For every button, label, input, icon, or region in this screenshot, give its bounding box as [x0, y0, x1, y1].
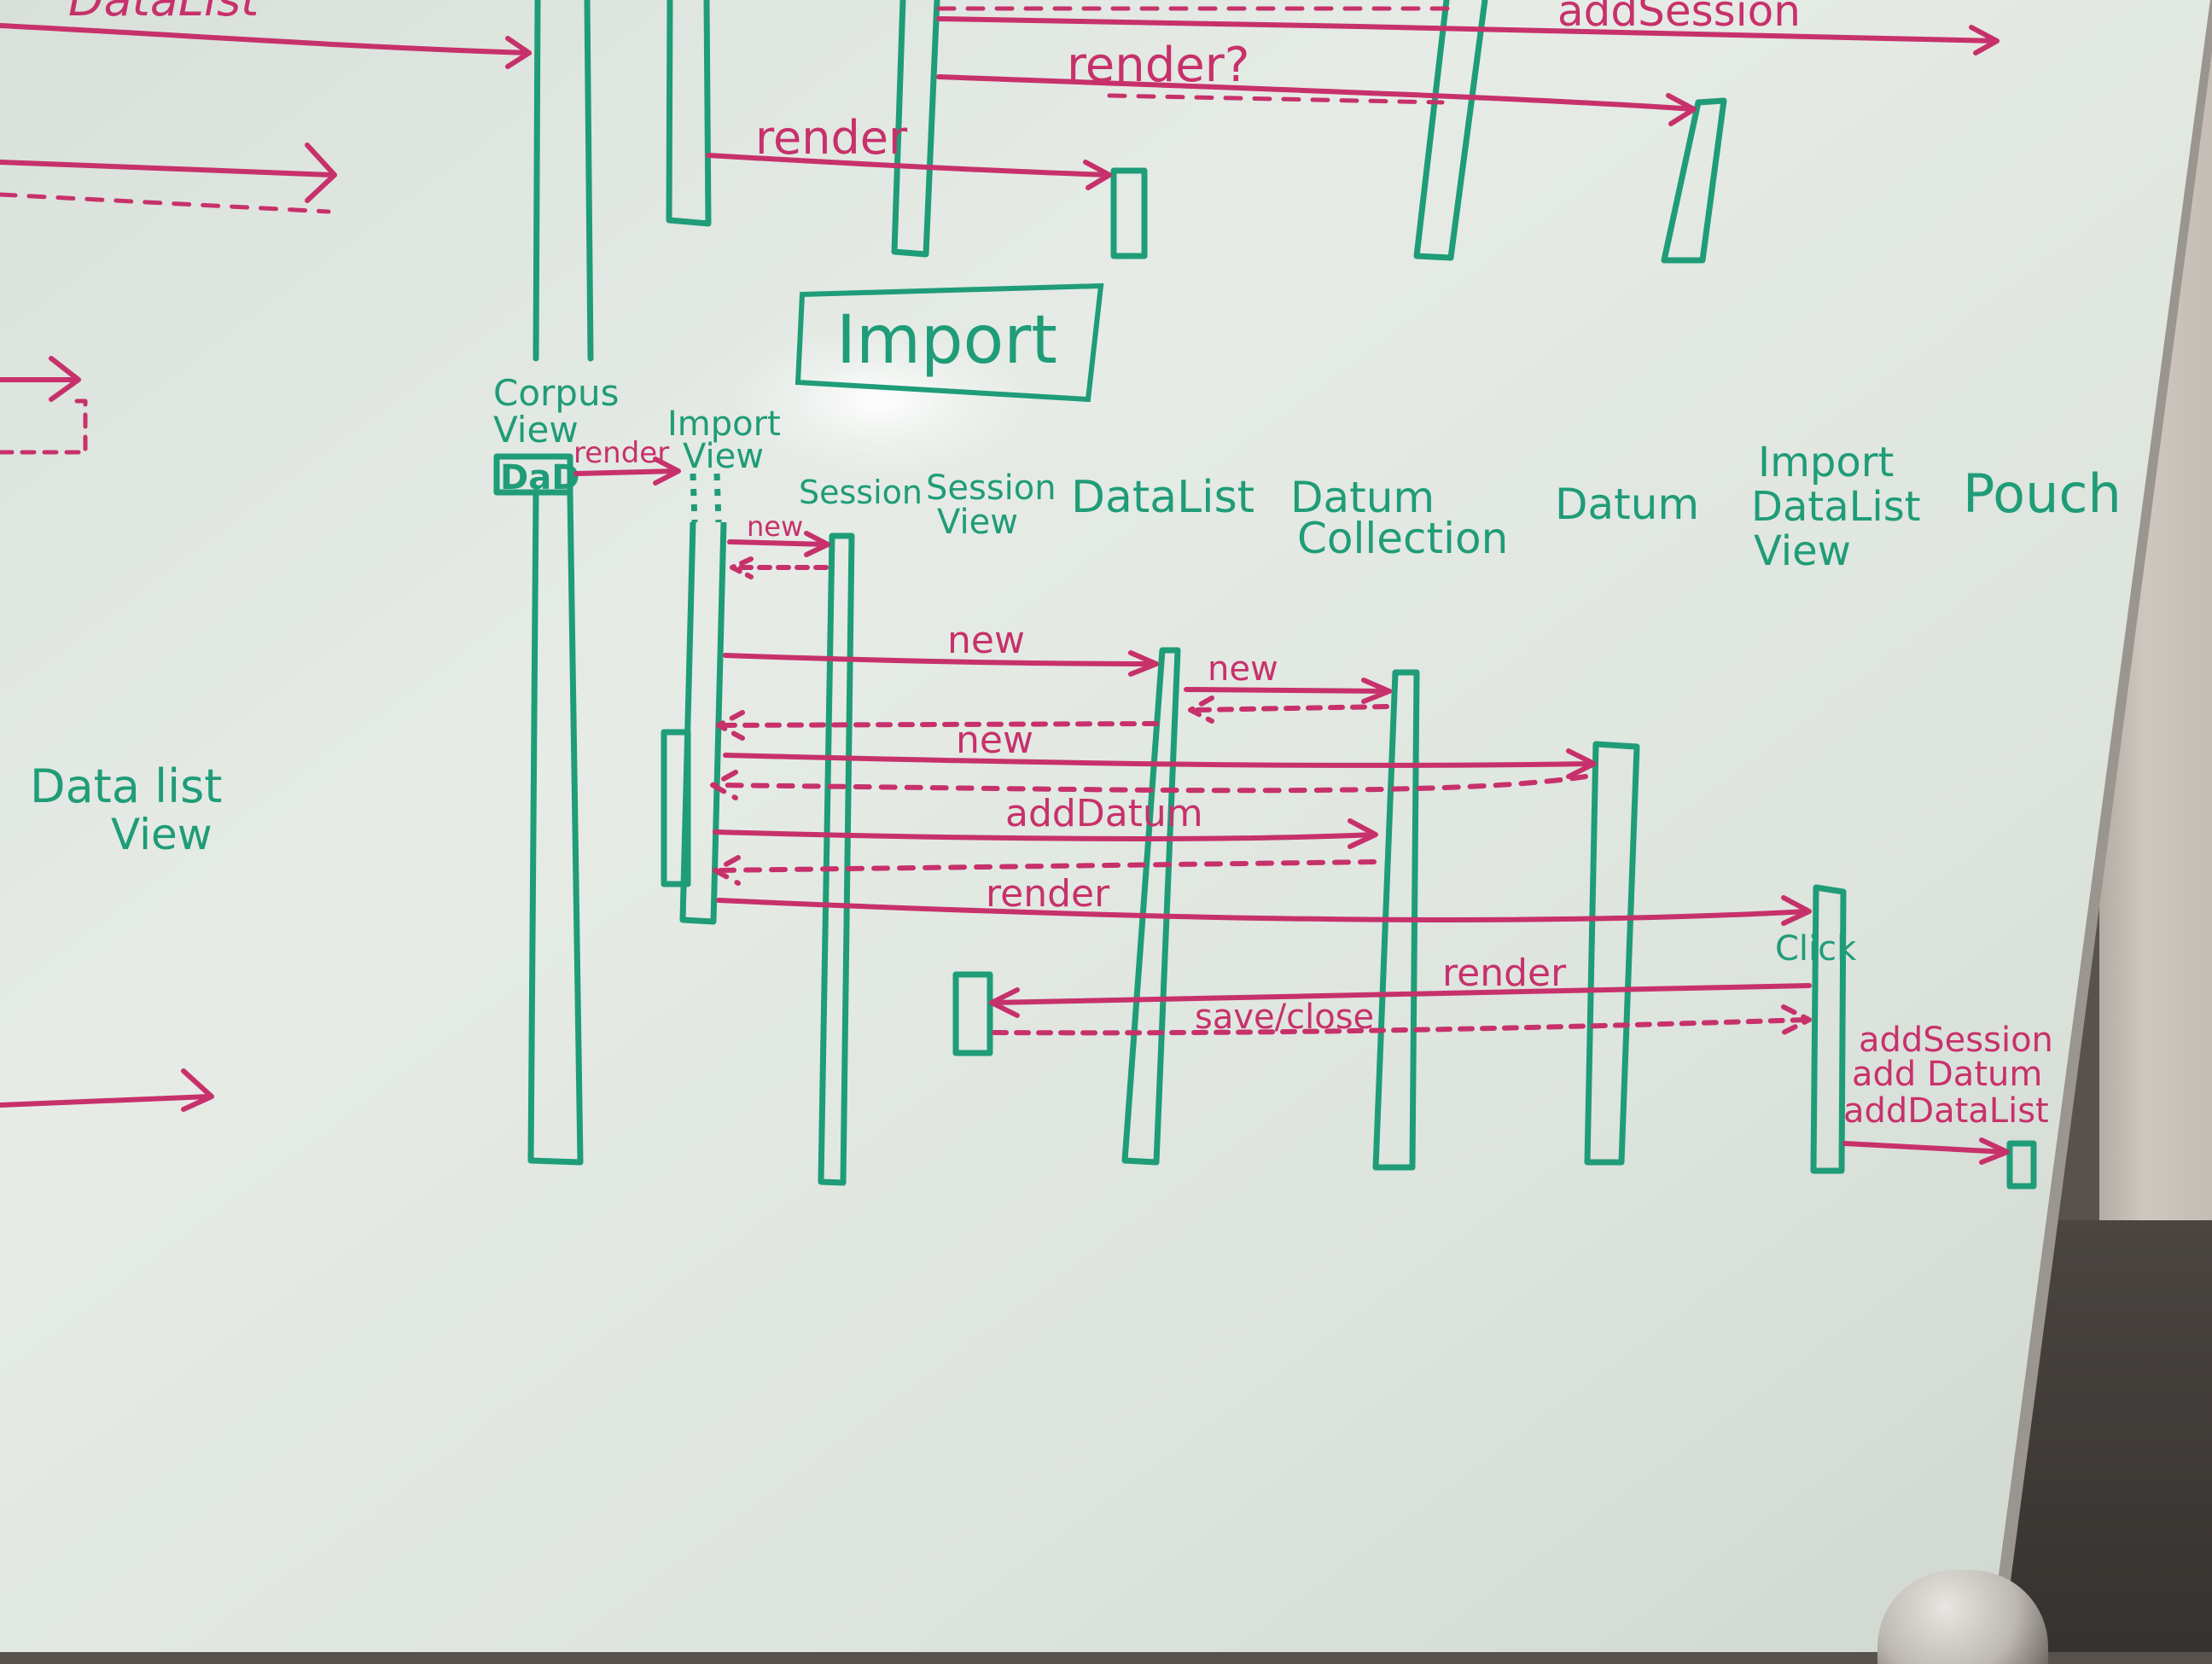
label-datum-collection-2: Collection: [1297, 514, 1508, 563]
top-lifeline-import: [666, 0, 712, 227]
light-glare: [725, 324, 1033, 478]
msg-return-datum-collection: [1188, 695, 1389, 724]
lifeline-datalist: [1121, 647, 1181, 1166]
top-activation-a: [1110, 167, 1148, 259]
msg-label-add-datum: addDatum: [1005, 792, 1203, 835]
top-lifeline-session: [891, 0, 940, 258]
top-lifeline-corpus: [533, 0, 594, 362]
msg-return-session: [730, 556, 829, 579]
label-pouch: Pouch: [1963, 463, 2122, 525]
top-arrow-render: [706, 153, 1112, 190]
msg-render-session-view: [989, 983, 1812, 1018]
top-dashed-render-question: [1107, 93, 1445, 105]
label-session: Session: [799, 474, 923, 511]
msg-label-new-datalist: new: [947, 619, 1025, 662]
activation-import-view-self: [661, 729, 691, 887]
lifeline-datum: [1584, 741, 1640, 1166]
top-label-render-question: render?: [1067, 38, 1249, 93]
participant-labels: Corpus View DaD Import View Session Sess…: [30, 372, 2122, 859]
label-datum-collection-1: Datum: [1290, 473, 1435, 522]
msg-return-add-datum: [713, 855, 1377, 886]
msg-label-add-datum-pouch: add Datum: [1852, 1055, 2042, 1094]
msg-label-click: Click: [1775, 929, 1857, 969]
top-arrow-render-question: [936, 74, 1697, 126]
left-arrow-small: [0, 356, 81, 402]
board-frame-edge: [1988, 0, 2212, 1652]
left-bracket-small: [0, 399, 88, 455]
msg-return-datalist: [716, 710, 1159, 741]
activation-pouch: [2006, 1140, 2037, 1190]
label-import-datalist-view-1: Import: [1758, 439, 1894, 486]
side-label-datalist-view-1: Data list: [30, 759, 222, 813]
lifeline-import-datalist-view: [1810, 884, 1847, 1174]
top-label-add-session: addSession: [1557, 0, 1801, 36]
msg-label-add-session: addSession: [1859, 1021, 2053, 1060]
top-arrow-left-long: [0, 23, 532, 69]
lifeline-datum-collection: [1372, 669, 1420, 1171]
msg-label-add-datalist-pouch: addDataList: [1843, 1091, 2049, 1131]
msg-label-render-corpus: render: [573, 436, 669, 470]
label-import-view-2: View: [683, 437, 764, 476]
lifeline-corpus-view: [527, 492, 584, 1166]
label-import-datalist-view-3: View: [1754, 527, 1851, 575]
lifelines: [493, 453, 2037, 1190]
msg-new-session: [727, 531, 830, 557]
activation-session-view: [952, 971, 993, 1056]
msg-label-new-datum: new: [956, 719, 1033, 762]
left-arrow-bottom: [0, 1068, 214, 1112]
msg-render-import-datalist: [716, 895, 1812, 926]
label-datalist: DataList: [1071, 472, 1254, 523]
msg-to-pouch: [1842, 1137, 2010, 1165]
label-session-view-2: View: [937, 503, 1018, 542]
msg-new-datum: [723, 748, 1597, 779]
msg-new-datalist: [723, 650, 1159, 677]
side-label-datalist-view-2: View: [111, 810, 212, 859]
msg-return-datum: [710, 770, 1588, 800]
lifeline-session: [818, 532, 855, 1186]
message-labels: render new new new new addDatum render C…: [573, 436, 2053, 1131]
msg-label-new-session: new: [747, 510, 803, 543]
msg-label-render-session-view: render: [1442, 951, 1567, 995]
label-import-view-1: Import: [667, 404, 781, 444]
label-import-datalist-view-2: DataList: [1751, 483, 1921, 531]
top-dashed-left-mid: [0, 192, 331, 214]
msg-save-close: [992, 1004, 1812, 1036]
top-arrow-add-session: [936, 16, 2000, 55]
top-label-render: render: [755, 111, 908, 165]
msg-label-new-datum-collection: new: [1208, 649, 1278, 689]
msg-add-datum: [713, 818, 1378, 849]
top-lifeline-datum: [1661, 97, 1727, 264]
label-datum: Datum: [1555, 480, 1699, 529]
import-title: Import: [836, 302, 1057, 379]
label-corpus-view-1: Corpus: [493, 372, 619, 414]
msg-render-corpus-to-import: [573, 457, 681, 486]
msg-label-save-close: save/close: [1195, 998, 1374, 1037]
top-fragment: [0, 0, 2000, 1112]
top-lifeline-datum-collection: [1413, 0, 1488, 261]
msg-new-datum-collection: [1184, 678, 1392, 704]
top-partial-label: DataList: [68, 0, 260, 26]
messages: [573, 457, 2010, 1165]
label-session-view-1: Session: [926, 468, 1057, 508]
label-corpus-view-2: View: [493, 409, 579, 451]
import-title-box: [795, 282, 1104, 403]
lifeline-import-view: [679, 521, 727, 925]
corpus-view-box: [493, 453, 573, 496]
msg-label-render-import-datalist: render: [986, 872, 1110, 916]
top-arrow-left-mid: [0, 143, 337, 203]
